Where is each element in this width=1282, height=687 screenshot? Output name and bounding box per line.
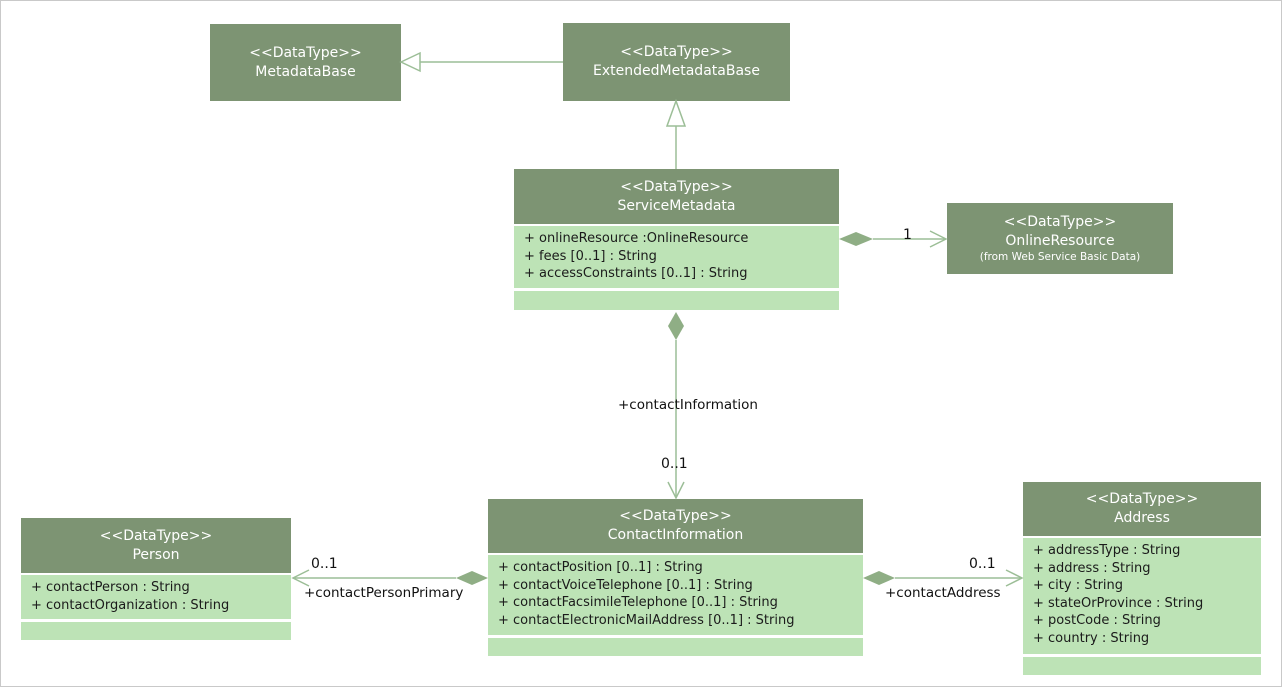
class-name: OnlineResource	[1005, 233, 1115, 249]
operations-compartment	[488, 638, 863, 656]
attribute-row: + contactElectronicMailAddress [0..1] : …	[498, 612, 795, 628]
attribute-row: + contactPosition [0..1] : String	[498, 560, 703, 575]
aggregation-diamond-icon	[863, 571, 895, 585]
class-name: ServiceMetadata	[617, 197, 736, 214]
class-header: <<DataType>> OnlineResource (from Web Se…	[947, 203, 1173, 274]
attribute-row: + stateOrProvince : String	[1033, 595, 1204, 611]
class-stereotype: <<DataType>>	[620, 44, 733, 60]
class-stereotype: <<DataType>>	[619, 508, 732, 524]
multiplicity-label-contactinformation: 0..1	[661, 456, 688, 472]
class-origin-note: (from Web Service Basic Data)	[979, 251, 1141, 263]
attribute-row: + fees [0..1] : String	[524, 248, 657, 264]
class-name: Address	[1114, 510, 1170, 526]
class-name: MetadataBase	[255, 63, 356, 80]
attribute-row: + onlineResource :OnlineResource	[524, 231, 749, 246]
class-stereotype: <<DataType>>	[99, 527, 213, 544]
attribute-row: + accessConstraints [0..1] : String	[524, 266, 748, 281]
class-stereotype: <<DataType>>	[620, 178, 733, 195]
attribute-row: + contactOrganization : String	[31, 597, 230, 613]
aggregation-contact-to-address	[863, 569, 1024, 587]
class-address[interactable]: <<DataType>> Address + addressType : Str…	[1023, 482, 1261, 675]
attributes-compartment: + contactPerson : String + contactOrgani…	[21, 575, 291, 619]
attributes-compartment: + addressType : String + address : Strin…	[1023, 538, 1261, 654]
open-arrow-icon	[291, 569, 310, 587]
class-header: <<DataType>> ExtendedMetadataBase	[563, 23, 790, 101]
multiplicity-label-onlineresource: 1	[903, 227, 912, 243]
aggregation-contact-to-person	[291, 569, 488, 587]
attribute-row: + contactFacsimileTelephone [0..1] : Str…	[498, 595, 778, 610]
role-label-contactaddress: +contactAddress	[885, 585, 1001, 601]
attribute-row: + addressType : String	[1033, 543, 1181, 558]
role-label-contactpersonprimary: +contactPersonPrimary	[304, 585, 464, 601]
attributes-compartment: + contactPosition [0..1] : String + cont…	[488, 555, 863, 635]
operations-compartment	[21, 622, 291, 640]
operations-compartment	[514, 291, 839, 310]
class-stereotype: <<DataType>>	[1003, 214, 1117, 230]
class-extendedmetadatabase[interactable]: <<DataType>> ExtendedMetadataBase	[563, 23, 790, 101]
attribute-row: + contactPerson : String	[31, 580, 190, 595]
hollow-triangle-arrow-icon	[665, 98, 687, 127]
multiplicity-label-address: 0..1	[969, 556, 996, 572]
class-onlineresource[interactable]: <<DataType>> OnlineResource (from Web Se…	[947, 203, 1173, 274]
class-stereotype: <<DataType>>	[1085, 491, 1199, 507]
attributes-compartment: + onlineResource :OnlineResource + fees …	[514, 226, 839, 288]
operations-compartment	[1023, 657, 1261, 675]
generalization-extended-to-metadatabase	[399, 51, 563, 73]
class-name: ExtendedMetadataBase	[593, 63, 760, 79]
open-arrow-icon	[1005, 569, 1024, 587]
attribute-row: + country : String	[1033, 630, 1150, 646]
open-arrow-icon	[667, 481, 685, 500]
aggregation-diamond-icon	[668, 312, 684, 340]
class-header: <<DataType>> ServiceMetadata	[514, 169, 839, 224]
class-stereotype: <<DataType>>	[249, 44, 362, 61]
class-header: <<DataType>> ContactInformation	[488, 499, 863, 553]
class-header: <<DataType>> Address	[1023, 482, 1261, 536]
class-contactinformation[interactable]: <<DataType>> ContactInformation + contac…	[488, 499, 863, 656]
hollow-triangle-arrow-icon	[399, 51, 421, 73]
multiplicity-label-person: 0..1	[311, 556, 338, 572]
class-name: ContactInformation	[607, 527, 744, 543]
class-servicemetadata[interactable]: <<DataType>> ServiceMetadata + onlineRes…	[514, 169, 839, 310]
class-person[interactable]: <<DataType>> Person + contactPerson : St…	[21, 518, 291, 640]
class-name: Person	[132, 546, 180, 563]
role-label-contactinformation: +contactInformation	[618, 397, 758, 413]
class-header: <<DataType>> Person	[21, 518, 291, 573]
attribute-row: + city : String	[1033, 578, 1124, 593]
aggregation-service-to-onlineresource	[839, 230, 948, 248]
class-metadatabase[interactable]: <<DataType>> MetadataBase	[210, 24, 401, 101]
generalization-service-to-extended	[665, 98, 687, 169]
attribute-row: + address : String	[1033, 560, 1151, 576]
aggregation-diamond-icon	[839, 232, 873, 246]
class-header: <<DataType>> MetadataBase	[210, 24, 401, 101]
attribute-row: + contactVoiceTelephone [0..1] : String	[498, 577, 753, 593]
attribute-row: + postCode : String	[1033, 613, 1161, 628]
open-arrow-icon	[929, 230, 948, 248]
aggregation-diamond-icon	[456, 571, 488, 585]
